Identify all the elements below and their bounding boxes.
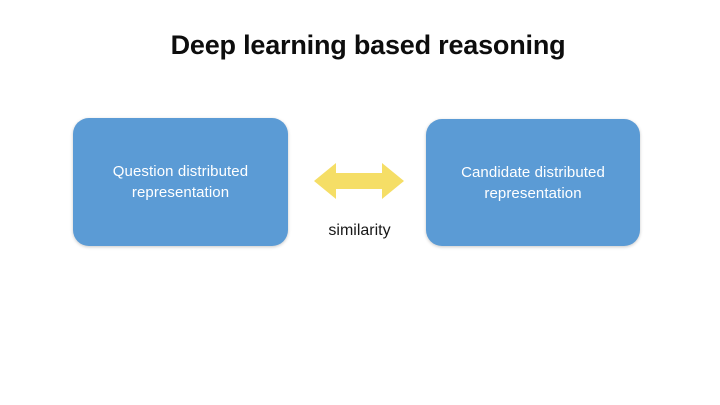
node-label-question-line2: representation <box>131 184 230 201</box>
similarity-connector[interactable] <box>314 160 404 202</box>
node-label-candidate: Candidate distributed representation <box>447 162 619 204</box>
node-label-candidate-line1: Candidate distributed <box>461 163 605 181</box>
node-label-candidate-line2: representation <box>484 184 582 202</box>
node-question-distributed-representation[interactable]: Question distributed representation <box>73 118 288 246</box>
similarity-label: similarity <box>328 222 391 239</box>
node-label-question: Question distributed representation <box>99 161 262 203</box>
page-title: Deep learning based reasoning <box>170 30 566 60</box>
double-headed-arrow-icon <box>314 163 404 199</box>
node-candidate-distributed-representation[interactable]: Candidate distributed representation <box>426 119 640 246</box>
node-label-question-line1: Question distributed <box>112 163 249 180</box>
